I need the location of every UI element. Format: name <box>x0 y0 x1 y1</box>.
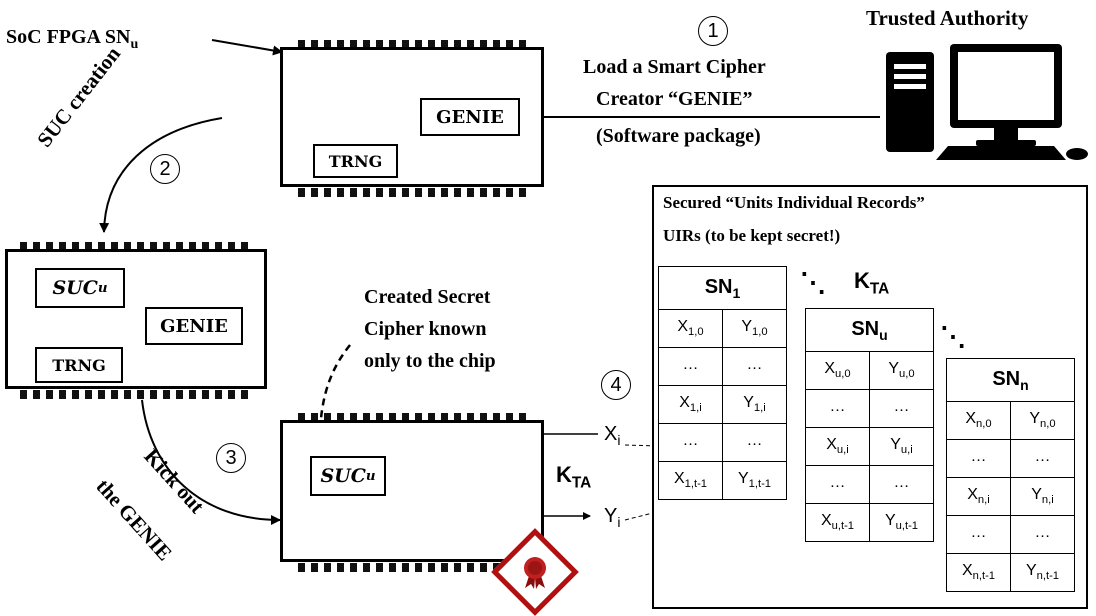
table-cell: Xu,0 <box>805 351 870 390</box>
table-cell: … <box>722 347 787 386</box>
table-cell: X1,t-1 <box>658 461 723 500</box>
table-cell: … <box>658 423 723 462</box>
table-cell: Yn,0 <box>1010 401 1075 440</box>
table-cell: Y1,0 <box>722 309 787 348</box>
table-header: SNu <box>805 308 934 352</box>
step-3-marker: 3 <box>216 443 246 473</box>
table-header: SN1 <box>658 266 787 310</box>
table-cell: Xu,i <box>805 427 870 466</box>
table-cell: X1,i <box>658 385 723 424</box>
table-cell: … <box>869 389 934 428</box>
table-row: …… <box>805 389 934 428</box>
table-cell: Yu,t-1 <box>869 503 934 542</box>
chip1-pins-bottom <box>298 185 538 197</box>
table-row: …… <box>658 347 787 386</box>
table-cell: … <box>1010 515 1075 554</box>
yi-label: Yi <box>604 505 621 530</box>
table-cell: Yn,t-1 <box>1010 553 1075 592</box>
kta-label-chip3: KTA <box>556 462 592 492</box>
table-cell: Xn,t-1 <box>946 553 1011 592</box>
table-cell: … <box>946 439 1011 478</box>
soc-arrow <box>211 39 283 56</box>
table-cell: … <box>722 423 787 462</box>
chip1-pins-top <box>298 37 538 49</box>
kick-out-arrow <box>141 399 281 525</box>
table-cell: … <box>658 347 723 386</box>
table-cell: Yu,0 <box>869 351 934 390</box>
table-cell: X1,0 <box>658 309 723 348</box>
table-row: …… <box>805 465 934 504</box>
table-row: …… <box>658 423 787 462</box>
step-2-marker: 2 <box>150 154 180 184</box>
suc-creation-arrow <box>99 117 223 233</box>
created-secret-line1: Created Secret <box>364 286 491 308</box>
genie-box-chip1: GENIE <box>420 98 520 136</box>
table-cell: Y1,i <box>722 385 787 424</box>
table-cell: Yn,i <box>1010 477 1075 516</box>
table-cell: … <box>946 515 1011 554</box>
table-cell: Xu,t-1 <box>805 503 870 542</box>
table-cell: Y1,t-1 <box>722 461 787 500</box>
chip2-pins-bottom <box>20 387 260 399</box>
certificate-seal-icon <box>491 528 579 616</box>
load-genie-line3: (Software package) <box>596 125 761 147</box>
step-1-marker: 1 <box>698 16 728 46</box>
table-cell: Xn,0 <box>946 401 1011 440</box>
table-cell: … <box>805 465 870 504</box>
created-secret-line3: only to the chip <box>364 350 496 372</box>
table-row: …… <box>946 439 1075 478</box>
chip2-pins-top <box>20 239 260 251</box>
table-cell: Xn,i <box>946 477 1011 516</box>
trng-box-chip2: TRNG <box>35 347 123 383</box>
table-cell: Yu,i <box>869 427 934 466</box>
uir-title-line1: Secured “Units Individual Records” <box>663 193 925 212</box>
computer-icon <box>886 44 1088 160</box>
chip3-pins-top <box>298 410 538 422</box>
table-cell: … <box>805 389 870 428</box>
table-row: …… <box>946 515 1075 554</box>
uir-title-line2: UIRs (to be kept secret!) <box>663 226 841 245</box>
table-cell: … <box>1010 439 1075 478</box>
created-secret-line2: Cipher known <box>364 318 487 340</box>
genie-box-chip2: GENIE <box>145 307 243 345</box>
ellipsis-1: ⋱ <box>800 268 826 298</box>
load-genie-line2: Creator “GENIE” <box>596 88 753 110</box>
ellipsis-2: ⋱ <box>940 322 966 352</box>
table-header: SNn <box>946 358 1075 402</box>
soc-label: SoC FPGA SNu <box>6 26 139 52</box>
step-4-marker: 4 <box>601 370 631 400</box>
xi-label: Xi <box>604 423 621 448</box>
trusted-authority-label: Trusted Authority <box>866 6 1029 30</box>
trng-box-chip1: TRNG <box>313 144 398 178</box>
load-genie-line1: Load a Smart Cipher <box>583 56 766 78</box>
kta-label-panel: KTA <box>854 268 890 298</box>
table-cell: … <box>869 465 934 504</box>
